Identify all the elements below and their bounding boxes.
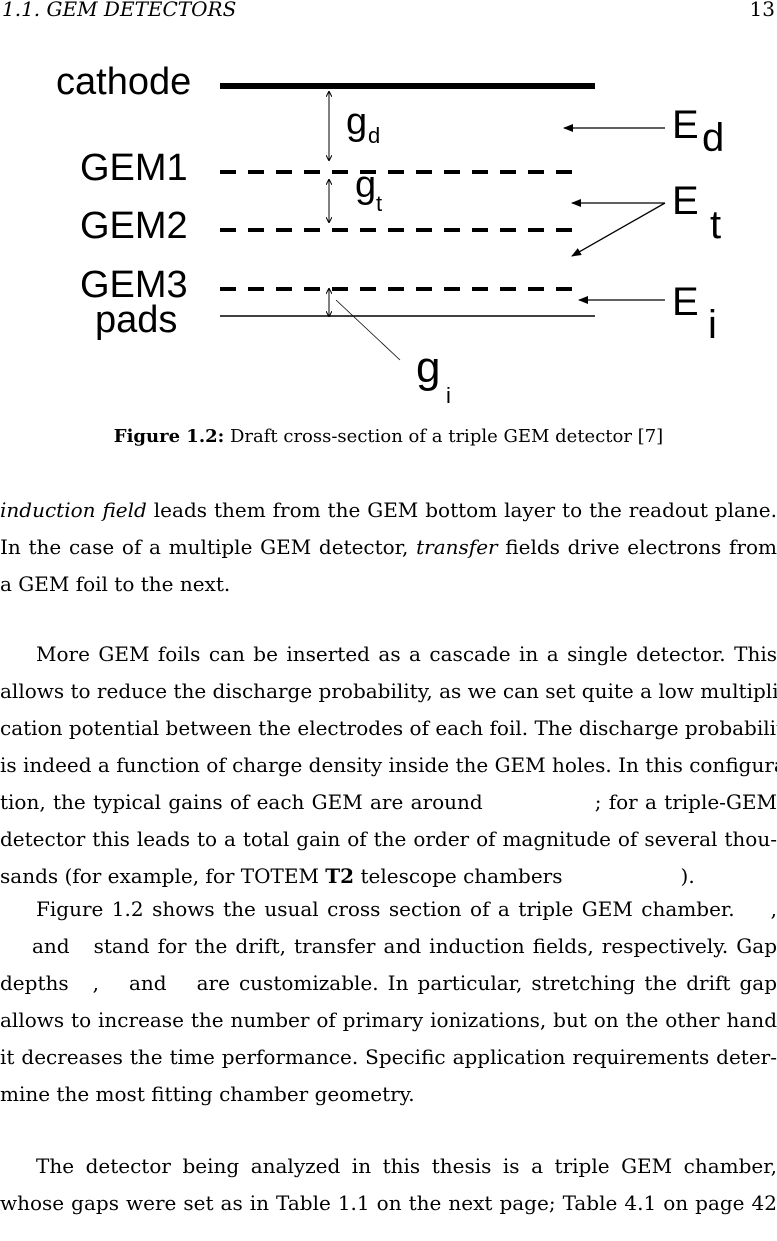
pads-label: pads: [95, 299, 177, 341]
ei-label: E: [672, 280, 699, 324]
gt-label: g: [355, 164, 376, 206]
gem2-label: GEM2: [80, 205, 188, 247]
figure-caption-label: Figure 1.2:: [113, 426, 225, 447]
gd-subscript: d: [368, 123, 380, 148]
gem1-label: GEM1: [80, 147, 188, 189]
et-subscript: t: [710, 203, 721, 247]
gt-subscript: t: [376, 191, 382, 216]
page-number: 13: [749, 0, 775, 21]
term-transfer: transfer: [416, 535, 498, 559]
gem3-label: GEM3: [80, 264, 188, 306]
figure-caption-text: Draft cross-section of a triple GEM dete…: [224, 426, 664, 447]
ei-subscript: i: [708, 303, 717, 347]
paragraph-gem-cascade: More GEM foils can be inserted as a casc…: [0, 642, 777, 888]
cathode-label: cathode: [56, 61, 191, 103]
figure-caption: Figure 1.2: Draft cross-section of a tri…: [0, 426, 777, 447]
term-induction-field: induction field: [0, 498, 147, 522]
term-t2: T2: [325, 864, 355, 888]
gi-leader-line: [335, 299, 401, 361]
running-header-section: 1.1. GEM DETECTORS: [2, 0, 237, 21]
ed-subscript: d: [702, 116, 724, 160]
paragraph-cross-section-description: Figure 1.2 shows the usual cross section…: [0, 897, 777, 1106]
paragraph-analyzed-detector: The detector being analyzed in this thes…: [0, 1154, 777, 1215]
gi-subscript: i: [446, 383, 451, 408]
et-label: E: [672, 179, 699, 223]
paragraph-induction-field: induction field leads them from the GEM …: [0, 498, 777, 596]
gi-label: g: [416, 343, 440, 392]
ed-label: E: [672, 103, 699, 147]
gd-label: g: [346, 101, 367, 143]
gem-cross-section-figure: cathode GEM1 GEM2 GEM3 pads g d g t g i …: [56, 61, 724, 408]
et-arrow-lower: [571, 202, 666, 257]
